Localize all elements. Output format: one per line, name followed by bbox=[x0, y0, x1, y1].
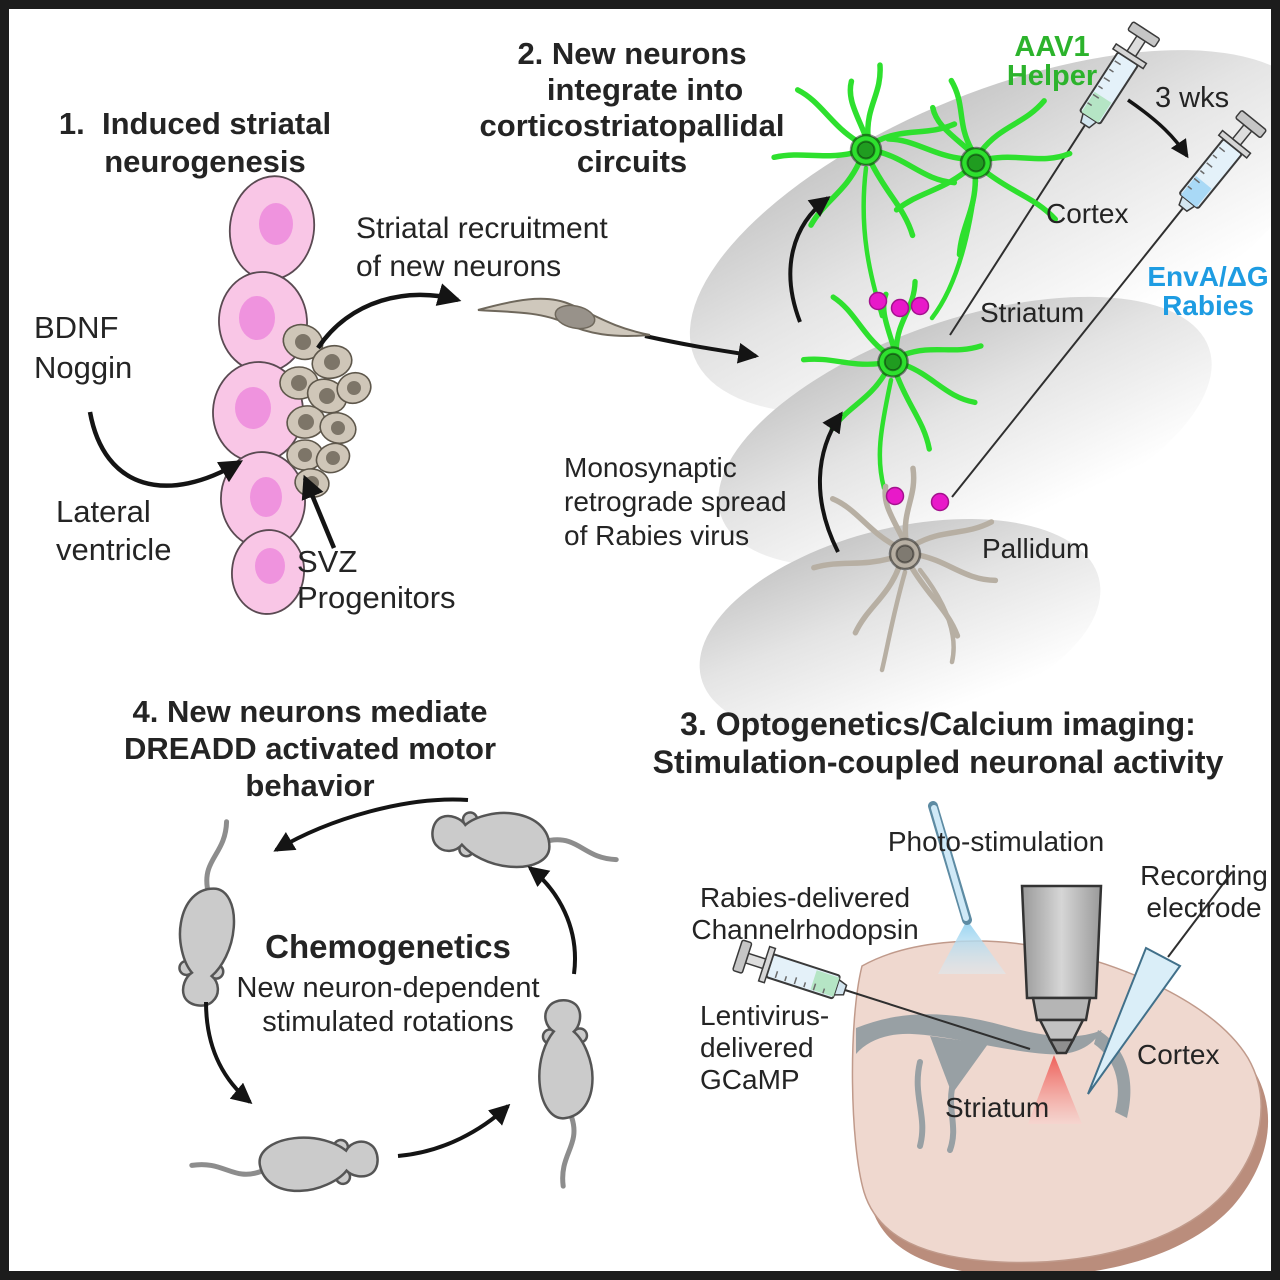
panel2-title-line3: corticostriatopallidal bbox=[479, 108, 785, 143]
panel2-title-line2: integrate into bbox=[546, 72, 744, 107]
rotations-label-line2: stimulated rotations bbox=[262, 1006, 514, 1038]
arrow-bdnf-to-ventricle bbox=[87, 411, 244, 488]
enva-rabies-label-line2: Rabies bbox=[1162, 290, 1254, 321]
arrow-recruitment-1 bbox=[316, 283, 462, 350]
pallidum-region-label: Pallidum bbox=[982, 533, 1090, 564]
neural-circuit bbox=[765, 52, 1088, 673]
panel2-title-line4: circuits bbox=[576, 144, 688, 179]
gcamp-syringe bbox=[730, 936, 852, 1009]
cortex-shell bbox=[689, 50, 1280, 414]
arrow-pallidum-to-striatum bbox=[817, 411, 843, 553]
enva-rabies-label-line1: EnvA/ΔG bbox=[1147, 261, 1269, 292]
rabies-needle bbox=[951, 207, 1184, 498]
lentivirus-label-line1: Lentivirus- bbox=[700, 1000, 830, 1031]
chemogenetics-label: Chemogenetics bbox=[265, 928, 511, 965]
panel1-title-line1: 1. Induced striatal bbox=[58, 106, 332, 141]
panel3-title-line1: 3. Optogenetics/Calcium imaging: bbox=[680, 706, 1196, 742]
pink-cell-nuclei bbox=[235, 203, 293, 584]
recording-electrode bbox=[1087, 946, 1182, 1095]
rabies-virus-dots bbox=[868, 291, 950, 512]
lateral-ventricle-label-line2: ventricle bbox=[56, 532, 172, 567]
panel4-title-line3: behavior bbox=[245, 768, 375, 803]
migrating-neuroblast bbox=[477, 297, 651, 337]
microscope-objective bbox=[1020, 884, 1103, 1055]
panel3-title-line2: Stimulation-coupled neuronal activity bbox=[652, 744, 1224, 780]
cortex-region-label: Cortex bbox=[1046, 198, 1129, 229]
pallidal-process-1 bbox=[879, 569, 908, 673]
rotation-arrow-bottom bbox=[397, 1103, 511, 1158]
rotation-arrow-right bbox=[527, 866, 577, 975]
svz-progenitor-cluster bbox=[279, 323, 372, 498]
svz-label-line2: Progenitors bbox=[297, 580, 456, 615]
aav1-helper-label-line1: AAV1 bbox=[1014, 31, 1090, 63]
monosynaptic-label-line2: retrograde spread bbox=[564, 486, 787, 517]
panel2-title-line1: 2. New neurons bbox=[517, 36, 747, 71]
rotation-arrow-left bbox=[204, 1001, 253, 1104]
recording-electrode-label-line1: Recording bbox=[1140, 860, 1268, 891]
mouse-bottom bbox=[190, 1132, 379, 1198]
photo-stimulation-label: Photo-stimulation bbox=[887, 826, 1105, 857]
optic-fiber bbox=[928, 801, 972, 925]
lentivirus-label-line2: delivered bbox=[700, 1032, 814, 1063]
striatum-region-label: Striatum bbox=[980, 297, 1085, 328]
tract-branches bbox=[914, 1059, 957, 1153]
red-light-cone bbox=[1028, 1055, 1082, 1124]
arrow-3wks bbox=[1127, 98, 1189, 159]
arrow-striatum-to-cortex bbox=[788, 196, 831, 323]
brain-region-shells bbox=[689, 50, 1280, 737]
recruitment-label-line2: of new neurons bbox=[356, 250, 562, 283]
monosynaptic-label-line1: Monosynaptic bbox=[564, 452, 737, 483]
lateral-ventricle-label-line1: Lateral bbox=[56, 494, 151, 529]
arrow-recruitment-2 bbox=[644, 334, 760, 364]
mouse-top bbox=[429, 804, 620, 879]
white-matter-tracts bbox=[856, 1014, 1131, 1118]
electrode-leader-line bbox=[1167, 871, 1233, 958]
rabies-chr-label-line1: Rabies-delivered bbox=[699, 882, 911, 913]
noggin-label: Noggin bbox=[34, 350, 133, 385]
slice-striatum-label: Striatum bbox=[945, 1092, 1050, 1123]
panel1-title-line2: neurogenesis bbox=[104, 144, 306, 179]
panel4-title-line2: DREADD activated motor bbox=[123, 731, 497, 766]
bdnf-label: BDNF bbox=[34, 310, 119, 345]
pallidum-shell bbox=[699, 519, 1101, 737]
recruitment-label-line1: Striatal recruitment bbox=[356, 212, 608, 245]
svz-label-line1: SVZ bbox=[297, 544, 358, 579]
mouse-right bbox=[537, 999, 597, 1187]
recording-electrode-label-line2: electrode bbox=[1146, 892, 1262, 923]
rabies-chr-label-line2: Channelrhodopsin bbox=[691, 914, 919, 945]
aav1-needle bbox=[949, 124, 1086, 336]
monosynaptic-label-line3: of Rabies virus bbox=[564, 520, 750, 551]
aav1-helper-label-line2: Helper bbox=[1006, 60, 1098, 92]
panel4-title-line1: 4. New neurons mediate bbox=[132, 694, 488, 729]
three-weeks-label: 3 wks bbox=[1155, 82, 1230, 114]
slice-cortex-label: Cortex bbox=[1137, 1039, 1220, 1070]
rotation-arrow-top bbox=[273, 797, 469, 852]
blue-light-cone bbox=[938, 920, 1006, 974]
rotations-label-line1: New neuron-dependent bbox=[236, 972, 540, 1004]
rotating-mice bbox=[171, 797, 620, 1199]
arrow-svz-pointer bbox=[301, 474, 337, 549]
lentivirus-label-line3: GCaMP bbox=[700, 1064, 800, 1095]
striatal-axon bbox=[877, 377, 894, 491]
gcamp-needle bbox=[844, 989, 1031, 1050]
mouse-left bbox=[171, 818, 246, 1009]
